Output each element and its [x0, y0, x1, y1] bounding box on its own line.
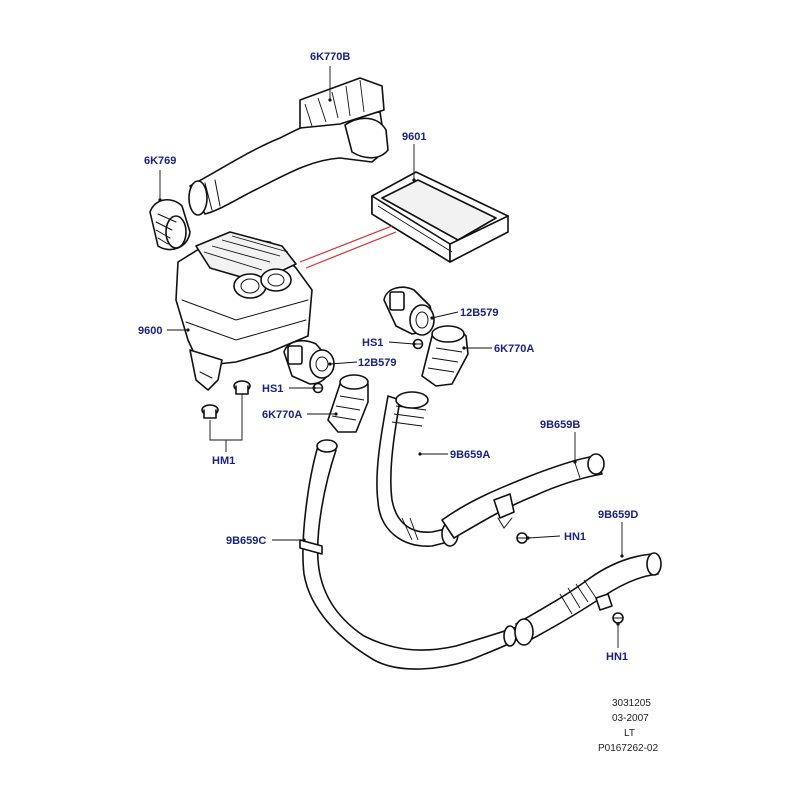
- nut-hn1-upper: [516, 532, 528, 544]
- air-filter-9601: [371, 171, 509, 263]
- footer-line-1: 3031205: [612, 698, 651, 709]
- elbow-6k770a-lower: [327, 374, 369, 433]
- footer-line-2: 03-2007: [612, 713, 649, 724]
- callout-9b659a: 9B659A: [450, 449, 490, 461]
- intake-pipe-9b659b: [441, 453, 605, 539]
- intake-pipe-9b659d: [514, 552, 662, 646]
- callout-9601: 9601: [402, 131, 426, 143]
- callout-12b579-lower: 12B579: [358, 357, 397, 369]
- grommet-hm1-right: [233, 380, 251, 395]
- callout-hm1: HM1: [212, 455, 235, 467]
- filter-install-indicator: [299, 225, 397, 269]
- inlet-grille-6k769: [149, 199, 191, 251]
- air-cleaner-9600: [175, 231, 313, 391]
- callout-hn1-lower: HN1: [606, 651, 628, 663]
- intake-pipe-9b659c: [299, 439, 521, 670]
- callout-hs1-lower: HS1: [262, 383, 283, 395]
- elbow-6k770a-upper: [421, 325, 469, 387]
- callout-9b659c: 9B659C: [226, 535, 266, 547]
- footer-line-4: P0167262-02: [598, 743, 658, 754]
- callout-6k769: 6K769: [144, 155, 176, 167]
- callout-6k770b: 6K770B: [310, 51, 350, 63]
- callout-hn1-upper: HN1: [564, 531, 586, 543]
- callout-9b659b: 9B659B: [540, 419, 580, 431]
- callout-12b579-upper: 12B579: [460, 307, 499, 319]
- callout-9b659d: 9B659D: [598, 509, 638, 521]
- maf-sensor-12b579-lower: [283, 339, 335, 385]
- footer-line-3: LT: [624, 728, 635, 739]
- maf-sensor-12b579-upper: [383, 286, 435, 336]
- callout-9600: 9600: [138, 325, 162, 337]
- callout-6k770a-upper: 6K770A: [494, 343, 534, 355]
- nut-hn1-lower: [612, 612, 624, 624]
- intake-duct-6k770b: [188, 77, 389, 216]
- leader-lines: [158, 66, 624, 648]
- callout-6k770a-lower: 6K770A: [262, 409, 302, 421]
- callout-hs1-upper: HS1: [362, 337, 383, 349]
- grommet-hm1-left: [201, 404, 219, 419]
